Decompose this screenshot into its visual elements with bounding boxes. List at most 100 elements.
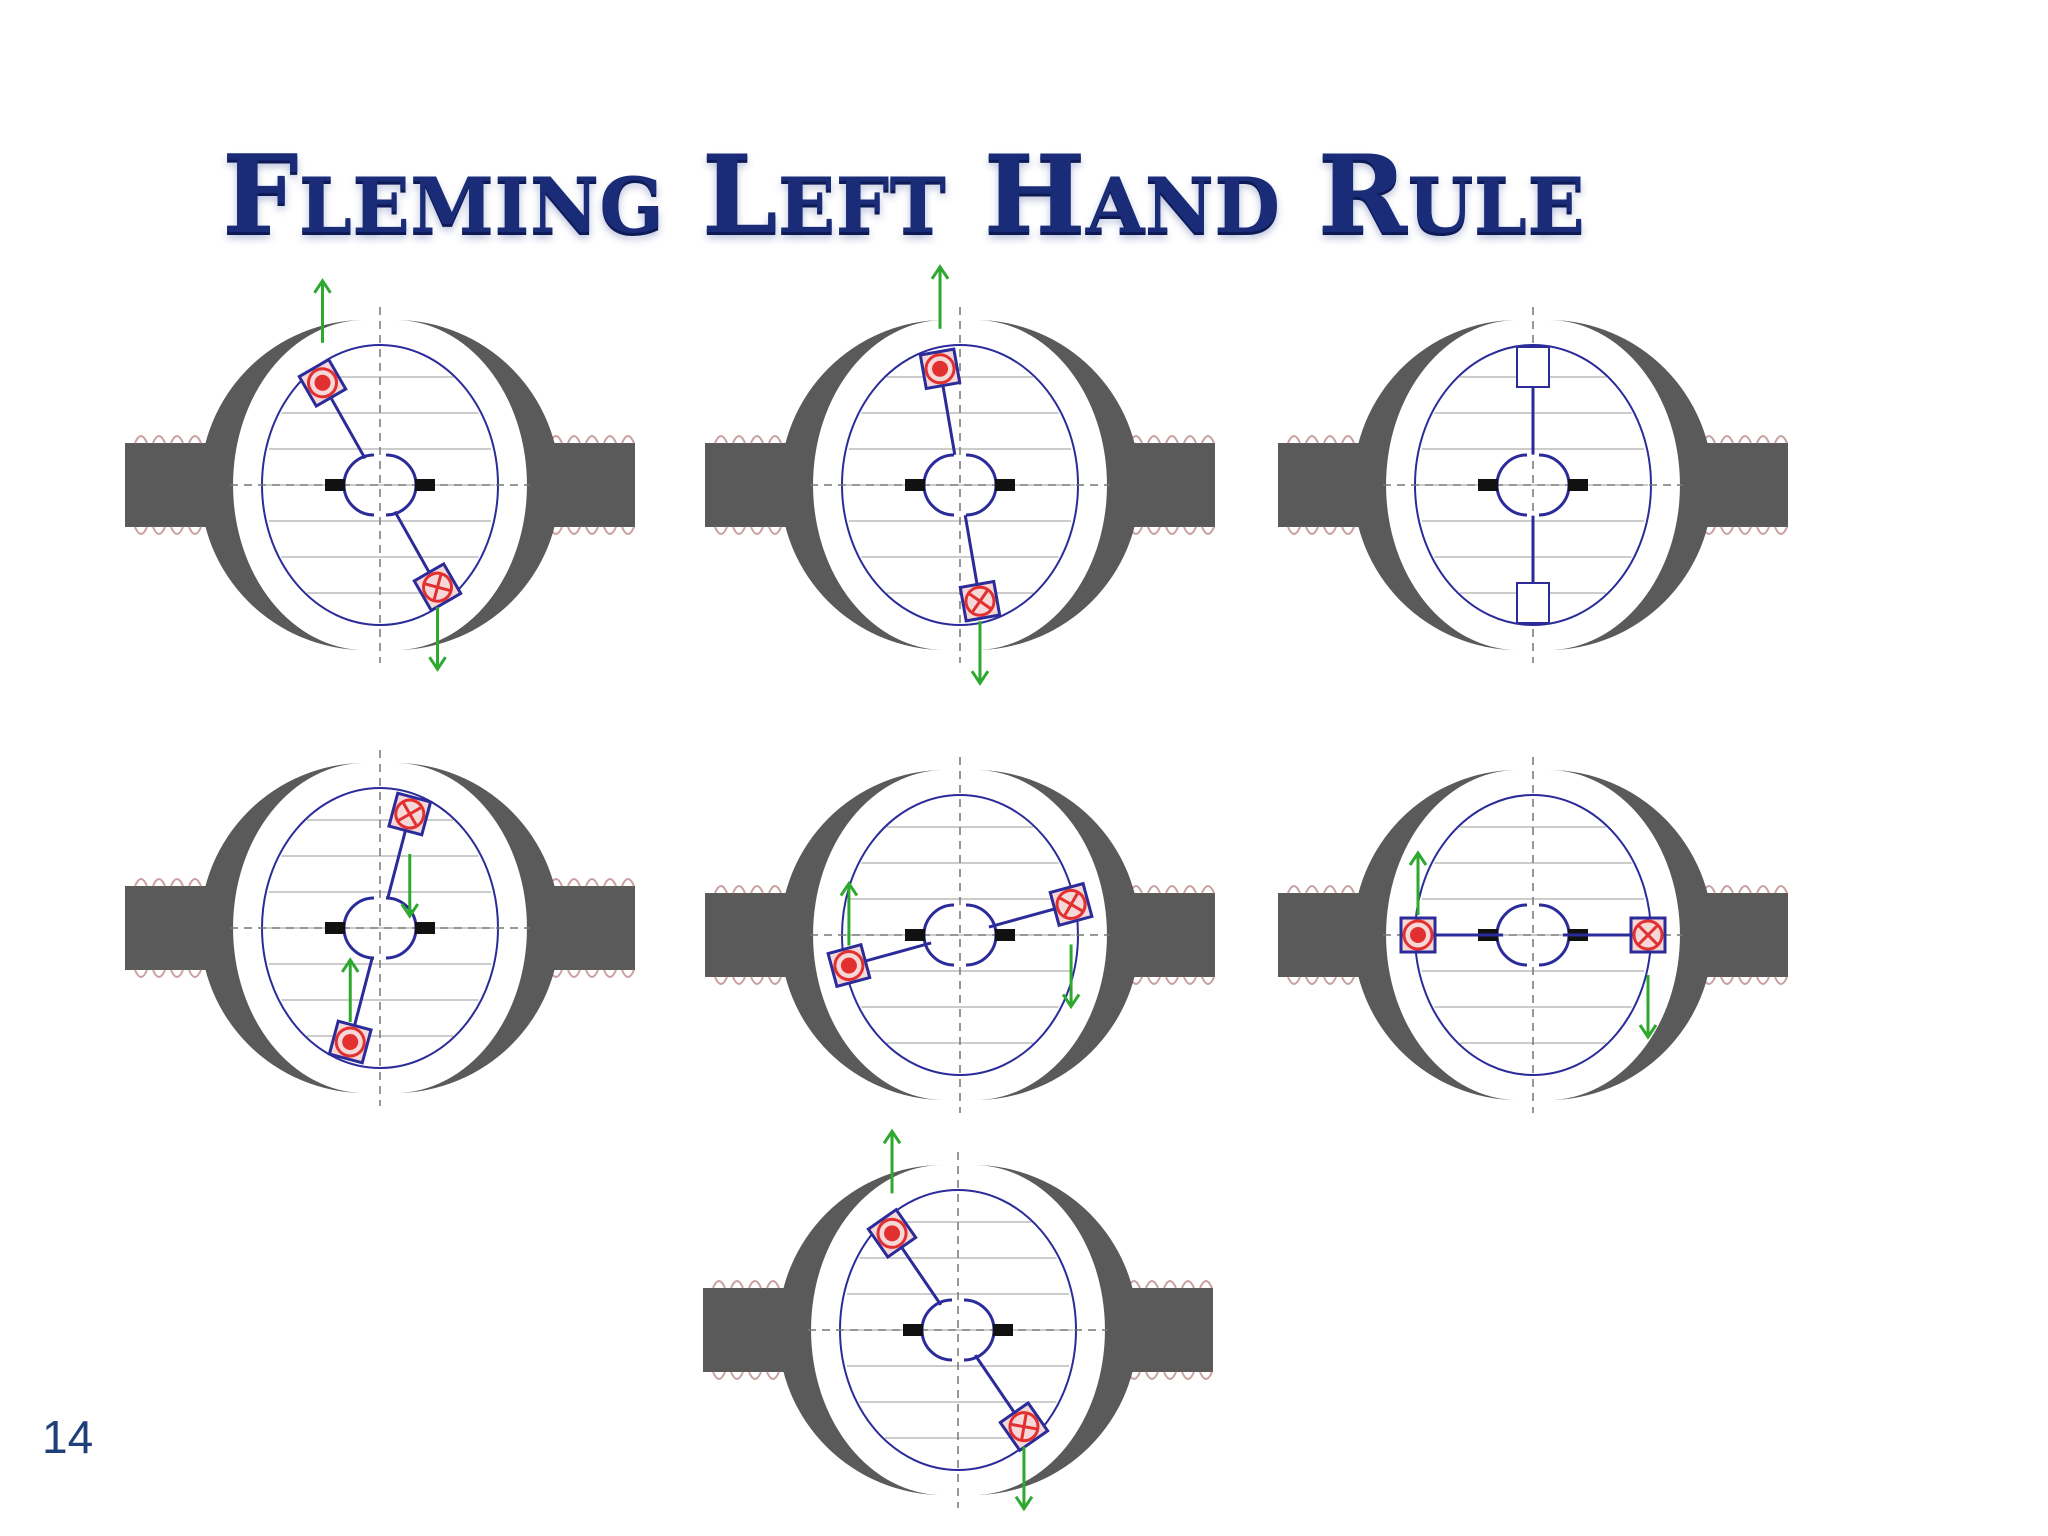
field-winding xyxy=(1305,526,1319,535)
field-winding xyxy=(1201,435,1215,444)
field-winding xyxy=(585,969,599,978)
conductor-ring xyxy=(422,571,453,603)
field-winding xyxy=(1756,526,1770,535)
south-pole-face xyxy=(1548,770,1713,1100)
field-winding xyxy=(1720,526,1734,535)
brush xyxy=(1478,479,1498,491)
conductor-ring xyxy=(394,798,426,830)
field-winding xyxy=(1738,976,1752,985)
north-pole-face xyxy=(780,320,945,650)
field-winding xyxy=(1323,976,1337,985)
field-winding xyxy=(170,526,184,535)
field-winding xyxy=(134,878,148,887)
field-winding xyxy=(712,1280,726,1289)
brush xyxy=(905,929,925,941)
field-winding xyxy=(170,969,184,978)
field-winding xyxy=(730,1280,744,1289)
field-winding xyxy=(768,885,782,894)
north-pole-face xyxy=(780,770,945,1100)
field-winding xyxy=(1756,885,1770,894)
current-in-cross xyxy=(971,589,989,613)
field-winding xyxy=(188,878,202,887)
motor-step-3 xyxy=(1278,307,1788,663)
conductor-ring xyxy=(307,367,338,399)
conductor xyxy=(918,347,962,391)
motor-step-7 xyxy=(703,1128,1213,1512)
field-winding xyxy=(1145,1280,1159,1289)
field-winding xyxy=(1287,526,1301,535)
conductor-ring xyxy=(334,1026,366,1058)
field-winding xyxy=(732,885,746,894)
north-pole-face xyxy=(1353,320,1518,650)
field-winding xyxy=(1341,435,1355,444)
conductor xyxy=(297,357,348,409)
field-winding xyxy=(1774,976,1788,985)
current-out-dot xyxy=(932,360,949,377)
field-winding xyxy=(1201,526,1215,535)
conductor-ring xyxy=(1055,888,1087,920)
force-arrowhead xyxy=(970,670,990,686)
conductor xyxy=(1516,582,1550,624)
conductor-slot xyxy=(1516,582,1550,624)
field-winding xyxy=(134,969,148,978)
force-arrowhead xyxy=(839,880,859,897)
field-winding xyxy=(152,435,166,444)
field-winding xyxy=(1756,435,1770,444)
field-winding xyxy=(1183,526,1197,535)
field-winding xyxy=(766,1371,780,1380)
brush xyxy=(1568,479,1588,491)
field-winding xyxy=(714,435,728,444)
field-winding xyxy=(748,1280,762,1289)
conductor xyxy=(387,791,433,837)
motor-step-5 xyxy=(705,757,1215,1113)
field-winding xyxy=(750,435,764,444)
field-winding xyxy=(585,526,599,535)
field-winding xyxy=(732,976,746,985)
brush xyxy=(325,922,345,934)
field-winding xyxy=(1756,976,1770,985)
field-winding xyxy=(1181,1371,1195,1380)
conductor-ring xyxy=(833,950,865,982)
north-pole-face xyxy=(200,320,365,650)
current-out-dot xyxy=(840,957,857,974)
field-winding xyxy=(603,969,617,978)
field-winding xyxy=(567,969,581,978)
field-winding xyxy=(1774,885,1788,894)
south-pole-face xyxy=(975,770,1140,1100)
field-winding xyxy=(152,969,166,978)
south-pole-face xyxy=(975,320,1140,650)
brush xyxy=(415,922,435,934)
field-winding xyxy=(1163,1280,1177,1289)
field-winding xyxy=(1183,976,1197,985)
field-winding xyxy=(567,878,581,887)
field-winding xyxy=(1163,1371,1177,1380)
field-winding xyxy=(170,878,184,887)
field-winding xyxy=(750,976,764,985)
conductor-ring xyxy=(924,353,956,385)
current-out-dot xyxy=(1410,927,1426,943)
conductor xyxy=(327,1019,373,1065)
field-winding xyxy=(1165,976,1179,985)
current-in-cross xyxy=(1020,1413,1028,1440)
conductor xyxy=(826,942,872,989)
field-winding xyxy=(712,1371,726,1380)
field-winding xyxy=(134,526,148,535)
field-winding xyxy=(585,435,599,444)
field-winding xyxy=(621,878,635,887)
brush xyxy=(993,1324,1013,1336)
field-winding xyxy=(1183,435,1197,444)
field-winding xyxy=(152,878,166,887)
conductor xyxy=(412,561,463,613)
field-winding xyxy=(1181,1280,1195,1289)
field-winding xyxy=(714,976,728,985)
field-winding xyxy=(1323,435,1337,444)
field-winding xyxy=(1199,1371,1213,1380)
field-winding xyxy=(621,435,635,444)
conductor xyxy=(1399,916,1437,954)
field-winding xyxy=(750,885,764,894)
field-winding xyxy=(1199,1280,1213,1289)
conductor-ring xyxy=(1632,919,1664,951)
field-winding xyxy=(1147,976,1161,985)
field-winding xyxy=(603,435,617,444)
